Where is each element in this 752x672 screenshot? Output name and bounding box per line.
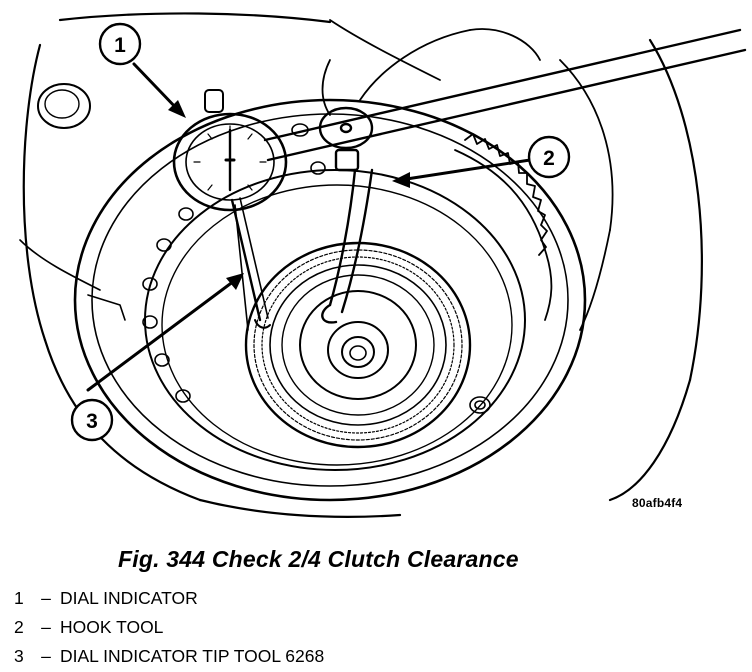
callout-1: 1 [98,22,142,66]
arrow-head-2 [392,172,410,188]
clutch-clearance-illustration: 1 2 3 [19,12,747,518]
housing-bolt-holes [142,123,491,414]
legend-item: 2–HOOK TOOL [14,613,324,642]
arrow-head-3 [226,273,244,290]
technician-hands [321,19,614,331]
callout-1-label: 1 [114,34,126,57]
callout-3-label: 3 [86,410,98,433]
callout-2: 2 [527,135,571,179]
figure-image-code: 80afb4f4 [632,496,683,510]
clutch-pack [244,241,472,449]
legend-item-number: 2 [14,617,24,637]
legend-list: 1–DIAL INDICATOR 2–HOOK TOOL 3–DIAL INDI… [14,584,324,671]
transmission-case [19,12,703,518]
clutch-housing [73,98,587,502]
legend-item-number: 1 [14,588,24,608]
dial-indicator [172,89,288,331]
hook-tool [321,168,374,324]
gear-teeth [454,133,553,321]
legend-item-label: HOOK TOOL [60,617,164,637]
callout-2-label: 2 [543,147,555,170]
legend-item-label: DIAL INDICATOR [60,588,198,608]
leader-lines [86,62,532,392]
legend-item-separator: – [41,588,51,608]
arrow-head-1 [168,100,186,118]
legend-item: 1–DIAL INDICATOR [14,584,324,613]
case-port [37,83,91,129]
legend-item: 3–DIAL INDICATOR TIP TOOL 6268 [14,642,324,671]
legend-item-label: DIAL INDICATOR TIP TOOL 6268 [60,646,325,666]
callout-3: 3 [70,398,114,442]
mounting-bar [263,28,747,172]
figure-caption: Fig. 344 Check 2/4 Clutch Clearance [118,546,519,572]
legend-item-separator: – [41,617,51,637]
legend-item-number: 3 [14,646,24,666]
legend-item-separator: – [41,646,51,666]
